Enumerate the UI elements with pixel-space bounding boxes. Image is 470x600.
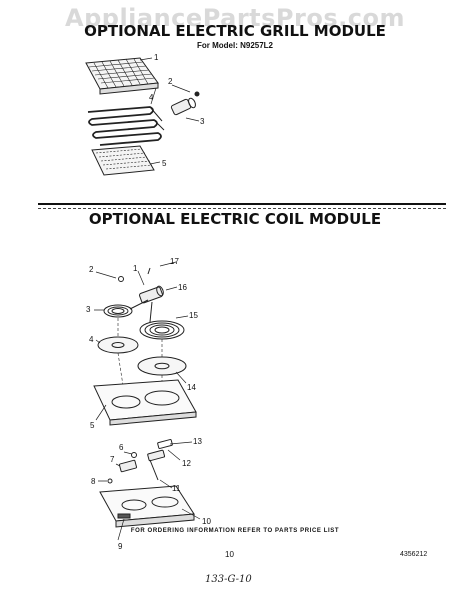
callout-label: 1: [133, 264, 138, 273]
callout-label: 8: [91, 477, 96, 486]
callout-label: 2: [168, 77, 173, 86]
coil-screw: [107, 478, 113, 484]
callout-label: 12: [182, 459, 191, 468]
callout-label: 14: [187, 383, 196, 392]
coil-switch-parts: [118, 439, 173, 481]
callout-label: 15: [189, 311, 198, 320]
callout-label: 4: [149, 93, 154, 102]
grill-drip-pan: [91, 145, 155, 176]
callout-label: 2: [89, 265, 94, 274]
coil-callouts: 1 2 3 4 5 6 7 8 9 10 11 12 13 14 15 16 1…: [86, 257, 211, 551]
coil-terminal-block: [118, 267, 164, 304]
grill-heating-element: [87, 106, 165, 146]
callout-label: 3: [200, 117, 205, 126]
coil-bottom-pan: [99, 485, 195, 528]
page-number: 10: [225, 550, 234, 559]
callout-label: 6: [119, 443, 124, 452]
grill-callouts: 1 2 3 4 5: [149, 53, 205, 168]
model-number: For Model: N9257L2: [196, 41, 273, 50]
callout-label: 10: [202, 517, 211, 526]
callout-label: 7: [110, 455, 115, 464]
callout-label: 16: [178, 283, 187, 292]
callout-label: 3: [86, 305, 91, 314]
drip-bowl-small: [97, 336, 139, 354]
grill-module-title: OPTIONAL ELECTRIC GRILL MODULE: [84, 22, 386, 40]
coil-module-title: OPTIONAL ELECTRIC COIL MODULE: [88, 210, 382, 228]
callout-label: 5: [162, 159, 167, 168]
watermark: AppliancePartsPros.com: [65, 4, 405, 32]
grill-grate: [85, 57, 159, 95]
callout-label: 9: [118, 542, 123, 551]
drip-bowl-large: [137, 356, 187, 376]
section-divider: [38, 203, 446, 209]
grill-terminal-block: [170, 91, 200, 116]
callout-label: 11: [172, 484, 181, 493]
document-code: 4356212: [400, 551, 428, 558]
small-surface-element: [103, 299, 149, 318]
handwritten-annotation: 133-G-10: [205, 574, 252, 585]
callout-label: 17: [170, 257, 179, 266]
large-surface-element: [139, 301, 185, 340]
callout-label: 1: [154, 53, 159, 62]
coil-top-plate: [93, 379, 197, 426]
callout-label: 13: [193, 437, 202, 446]
callout-label: 5: [90, 421, 95, 430]
callout-label: 4: [89, 335, 94, 344]
ordering-note: FOR ORDERING INFORMATION REFER TO PARTS …: [130, 528, 340, 534]
